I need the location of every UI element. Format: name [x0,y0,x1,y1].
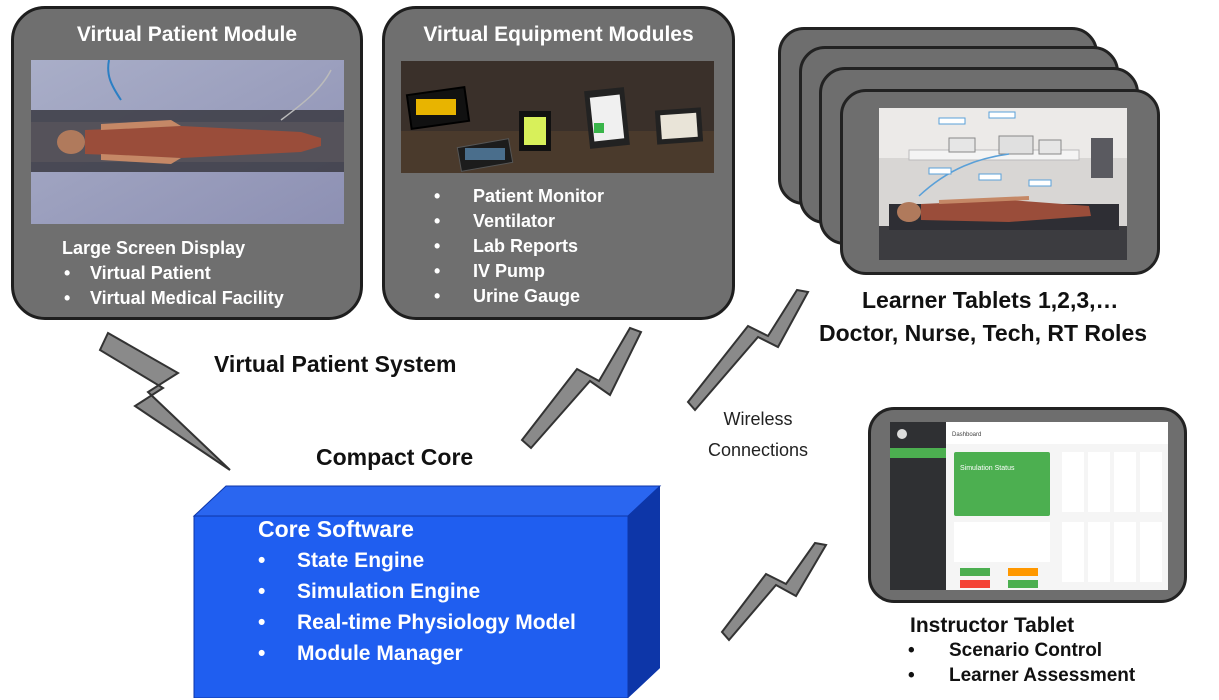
list-item: •Virtual Medical Facility [64,288,284,308]
instructor-tablet-list: •Scenario Control •Learner Assessment [908,638,1135,688]
dashboard-header-title: Dashboard [952,432,981,438]
lightning-bolt-icon [98,331,231,471]
learner-tablet-screen [879,108,1127,260]
core-software-list: Core Software •State Engine •Simulation … [258,514,576,669]
virtual-equipment-modules: Virtual Equipment Modules •Patient Monit… [382,6,735,320]
instructor-tablet-label: Instructor Tablet [910,614,1075,637]
learner-roles-label: Doctor, Nurse, Tech, RT Roles [819,320,1148,346]
simulation-status-title: Simulation Status [960,465,1015,472]
virtual-patient-system-label: Virtual Patient System [214,351,457,377]
instructor-tablet: Dashboard Simulation Status [868,407,1187,603]
list-item: •Simulation Engine [258,580,481,603]
learner-tablets-label: Learner Tablets 1,2,3,… [862,287,1119,313]
list-item: •State Engine [258,549,425,572]
equipment-list: •Patient Monitor •Ventilator •Lab Report… [434,184,604,309]
list-item: •Virtual Patient [64,263,211,283]
compact-core-label: Compact Core [316,444,474,470]
list-item: •Learner Assessment [908,665,1136,686]
large-screen-display-heading: Large Screen Display [62,238,246,258]
list-item: •Scenario Control [908,640,1103,661]
list-item: •Patient Monitor [434,186,604,206]
list-item: •IV Pump [434,261,546,281]
list-item: •Lab Reports [434,236,579,256]
instructor-tablet-screen: Dashboard Simulation Status [890,422,1168,590]
virtual-patient-image [31,60,344,224]
lightning-bolt-icon [720,541,828,642]
equipment-image [401,61,714,173]
core-software-title: Core Software [258,516,414,542]
list-item: •Urine Gauge [434,286,581,306]
virtual-equipment-modules-title: Virtual Equipment Modules [423,23,694,46]
wireless-connections-label: Wireless Connections [707,409,809,460]
core-software-box [192,485,662,698]
virtual-patient-module: Virtual Patient Module Large Screen Disp… [11,6,363,320]
virtual-patient-list: Large Screen Display •Virtual Patient •V… [62,236,284,311]
list-item: •Module Manager [258,642,463,665]
lightning-bolt-icon [520,326,643,450]
learner-tablet-front [840,89,1160,275]
virtual-patient-module-title: Virtual Patient Module [76,23,298,46]
list-item: •Real-time Physiology Model [258,611,576,634]
list-item: •Ventilator [434,211,556,231]
